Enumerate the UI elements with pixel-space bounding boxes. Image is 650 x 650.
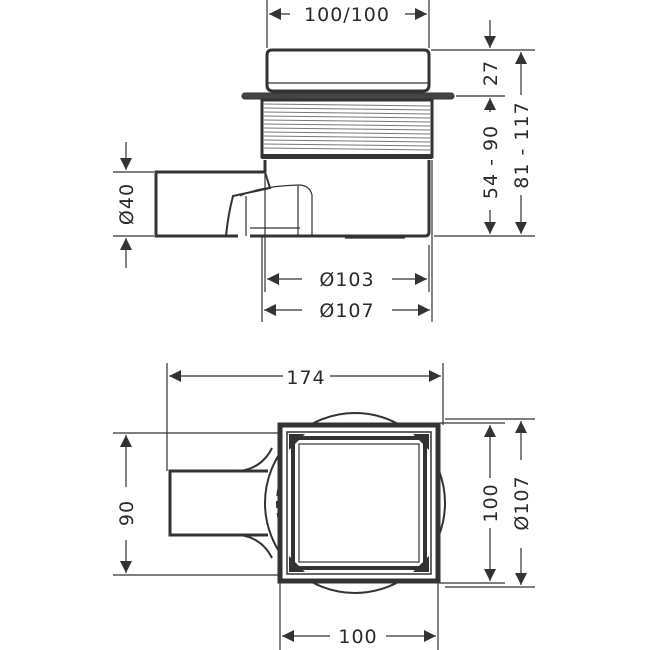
outlet-pipe	[154, 170, 265, 238]
top-view-dimensions: 174 90 100 Ø107 100	[113, 363, 535, 650]
dim-grate-width: 100/100	[304, 4, 390, 26]
grate-frame-inner	[291, 436, 427, 570]
dim-outlet-diameter: Ø40	[116, 183, 138, 225]
dim-grate-height: 27	[480, 60, 502, 86]
dim-body-height: 54 - 90	[480, 125, 502, 199]
outlet-pipe-top	[168, 469, 268, 537]
flange-circle	[264, 412, 446, 594]
dim-grate-height-top: 100	[480, 483, 502, 522]
dim-grate-width-top: 100	[338, 626, 377, 648]
dim-total-height: 81 - 117	[511, 101, 533, 188]
threaded-section	[260, 98, 434, 159]
dim-outer-diameter: Ø107	[319, 300, 374, 322]
top-view	[168, 412, 446, 594]
grate-cap	[265, 48, 431, 93]
drain-body	[250, 160, 431, 238]
dim-flange-diameter: Ø107	[511, 475, 533, 530]
dim-outlet-offset: 90	[116, 500, 138, 526]
grate-frame-outer	[277, 422, 441, 584]
flange	[241, 92, 455, 100]
outlet-transition	[225, 171, 272, 237]
dim-overall-length: 174	[286, 367, 325, 389]
side-view	[154, 48, 455, 245]
dim-inner-diameter: Ø103	[319, 269, 374, 291]
side-view-dimensions: 100/100 27 54 - 90 81 - 117 Ø40 Ø103	[113, 0, 535, 322]
